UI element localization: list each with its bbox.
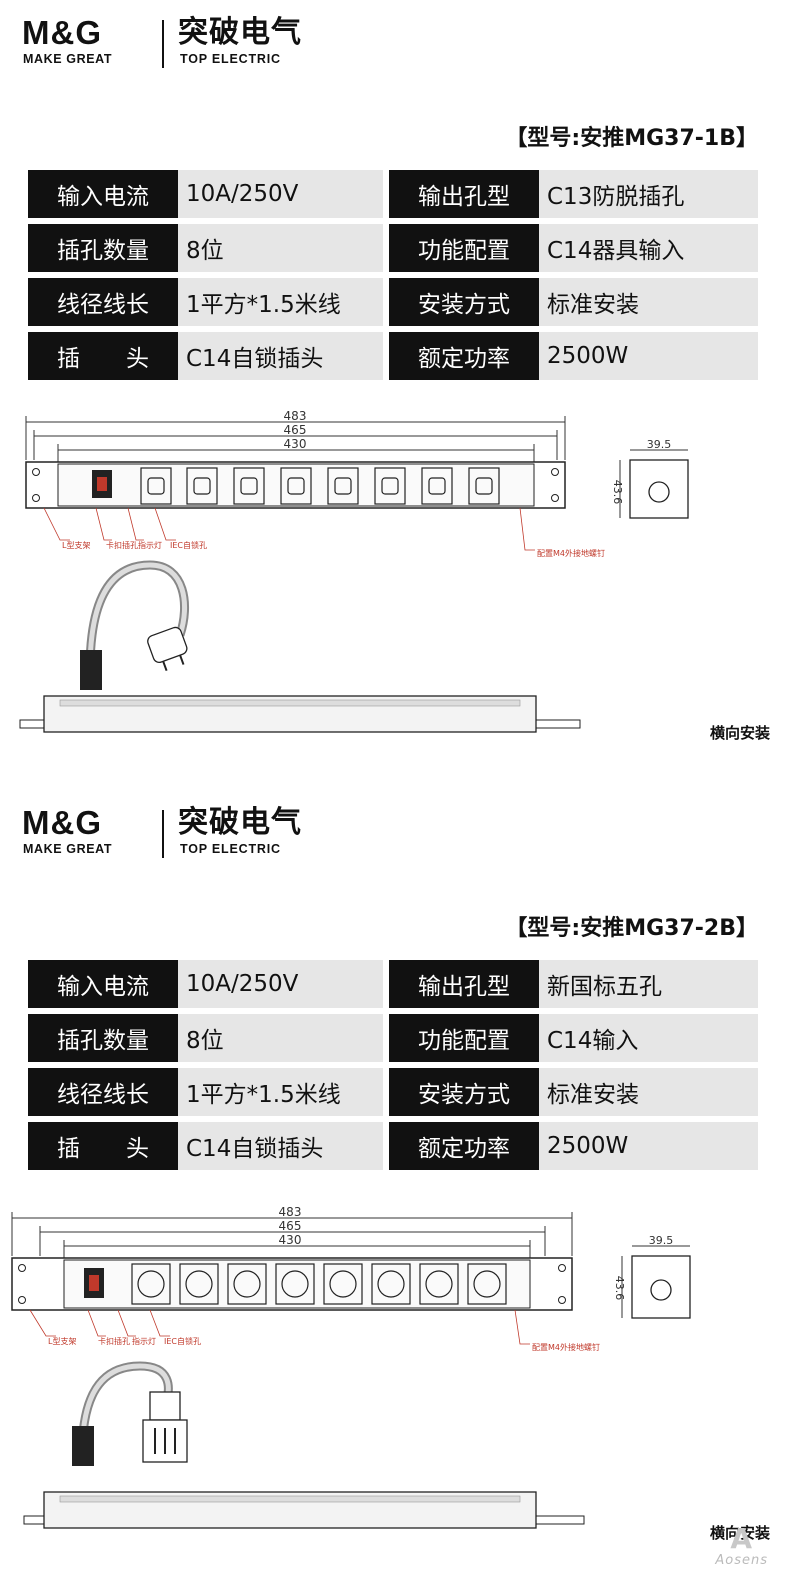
spec-row: 线径线长 1平方*1.5米线 安装方式 标准安装 [28, 1068, 758, 1116]
label-clip-socket: 卡扣插孔 [98, 1336, 130, 1346]
dimension-465: 465 [284, 423, 307, 437]
dimension-483: 483 [284, 409, 307, 423]
mount-orientation-label: 横向安装 [709, 724, 770, 742]
spec-value: 标准安装 [539, 278, 758, 326]
brand-logo-cn: 突破电气 [178, 805, 302, 840]
spec-value: C14输入 [539, 1014, 758, 1062]
brand-logo: M&G MAKE GREAT 突破电气 TOP ELECTRIC [22, 16, 352, 72]
brand-tagline-cn: TOP ELECTRIC [180, 52, 281, 66]
label-ground-screw: 配置M4外接地螺钉 [537, 548, 605, 558]
model-title: 【型号:安推MG37-2B】 [505, 916, 758, 941]
spec-key: 输出孔型 [389, 960, 539, 1008]
brand-tagline-en: MAKE GREAT [23, 52, 113, 66]
spec-value: 新国标五孔 [539, 960, 758, 1008]
label-iec-lock: IEC自锁孔 [164, 1336, 201, 1346]
spec-table: 输入电流 10A/250V 输出孔型 C13防脱插孔 插孔数量 8位 功能配置 … [28, 164, 758, 386]
spec-value: 8位 [178, 224, 383, 272]
label-bracket: L型支架 [48, 1336, 76, 1346]
spec-key: 额定功率 [389, 332, 539, 380]
product-section-1: M&G MAKE GREAT 突破电气 TOP ELECTRIC 【型号:安推M… [19, 16, 770, 742]
spec-row: 输入电流 10A/250V 输出孔型 C13防脱插孔 [28, 170, 758, 218]
logo-divider [162, 810, 164, 858]
mount-orientation-label: 横向安装 [709, 1524, 770, 1542]
spec-value: 8位 [178, 1014, 383, 1062]
spec-row: 输入电流 10A/250V 输出孔型 新国标五孔 [28, 960, 758, 1008]
spec-key: 功能配置 [389, 224, 539, 272]
spec-value: 10A/250V [178, 170, 383, 218]
label-indicator: 指示灯 [138, 540, 162, 550]
spec-key: 插 头 [28, 1122, 178, 1170]
spec-key: 输入电流 [28, 170, 178, 218]
spec-key: 插孔数量 [28, 1014, 178, 1062]
spec-table: 输入电流 10A/250V 输出孔型 新国标五孔 插孔数量 8位 功能配置 C1… [28, 954, 758, 1176]
brand-logo-cn: 突破电气 [178, 15, 302, 50]
label-clip-socket: 卡扣插孔 [106, 540, 138, 550]
spec-value: C14自锁插头 [178, 332, 383, 380]
spec-key: 线径线长 [28, 278, 178, 326]
watermark-text: Aosens [715, 1553, 768, 1568]
watermark: A Aosens [715, 1522, 768, 1569]
spec-row: 插孔数量 8位 功能配置 C14输入 [28, 1014, 758, 1062]
spec-row: 插 头 C14自锁插头 额定功率 2500W [28, 332, 758, 380]
spec-value: 2500W [539, 332, 758, 380]
spec-key: 插 头 [28, 332, 178, 380]
spec-value: C14器具输入 [539, 224, 758, 272]
spec-row: 线径线长 1平方*1.5米线 安装方式 标准安装 [28, 278, 758, 326]
spec-key: 插孔数量 [28, 224, 178, 272]
brand-logo-en: M&G [22, 14, 102, 51]
spec-key: 功能配置 [389, 1014, 539, 1062]
spec-value: 2500W [539, 1122, 758, 1170]
spec-value: C13防脱插孔 [539, 170, 758, 218]
dimension-height: 43.6 [611, 480, 624, 505]
dimension-width: 39.5 [647, 438, 672, 451]
dimension-430: 430 [284, 437, 307, 451]
spec-value: 标准安装 [539, 1068, 758, 1116]
spec-row: 插 头 C14自锁插头 额定功率 2500W [28, 1122, 758, 1170]
logo-divider [162, 20, 164, 68]
brand-tagline-cn: TOP ELECTRIC [180, 842, 281, 856]
label-ground-screw: 配置M4外接地螺钉 [532, 1342, 600, 1352]
technical-drawing: 483 465 430 L型支架 卡扣插孔 指示灯 IEC自锁孔 [11, 1205, 691, 1529]
spec-value: C14自锁插头 [178, 1122, 383, 1170]
dimension-430: 430 [279, 1233, 302, 1247]
dimension-465: 465 [279, 1219, 302, 1233]
brand-logo: M&G MAKE GREAT 突破电气 TOP ELECTRIC [22, 806, 352, 862]
label-bracket: L型支架 [62, 540, 90, 550]
spec-key: 安装方式 [389, 1068, 539, 1116]
dimension-width: 39.5 [649, 1234, 674, 1247]
label-iec-lock: IEC自锁孔 [170, 540, 207, 550]
spec-value: 10A/250V [178, 960, 383, 1008]
label-indicator: 指示灯 [132, 1336, 156, 1346]
spec-value: 1平方*1.5米线 [178, 1068, 383, 1116]
watermark-mark: A [730, 1522, 754, 1555]
spec-row: 插孔数量 8位 功能配置 C14器具输入 [28, 224, 758, 272]
dimension-483: 483 [279, 1205, 302, 1219]
brand-tagline-en: MAKE GREAT [23, 842, 113, 856]
spec-key: 输入电流 [28, 960, 178, 1008]
brand-logo-en: M&G [22, 804, 102, 841]
spec-key: 输出孔型 [389, 170, 539, 218]
spec-key: 安装方式 [389, 278, 539, 326]
technical-drawing: 483 465 430 L型支架 卡扣插孔 [19, 409, 689, 733]
spec-key: 线径线长 [28, 1068, 178, 1116]
spec-key: 额定功率 [389, 1122, 539, 1170]
dimension-height: 43.6 [613, 1276, 626, 1301]
model-title: 【型号:安推MG37-1B】 [505, 126, 758, 151]
spec-value: 1平方*1.5米线 [178, 278, 383, 326]
product-section-2: M&G MAKE GREAT 突破电气 TOP ELECTRIC 【型号:安推M… [0, 790, 790, 1572]
